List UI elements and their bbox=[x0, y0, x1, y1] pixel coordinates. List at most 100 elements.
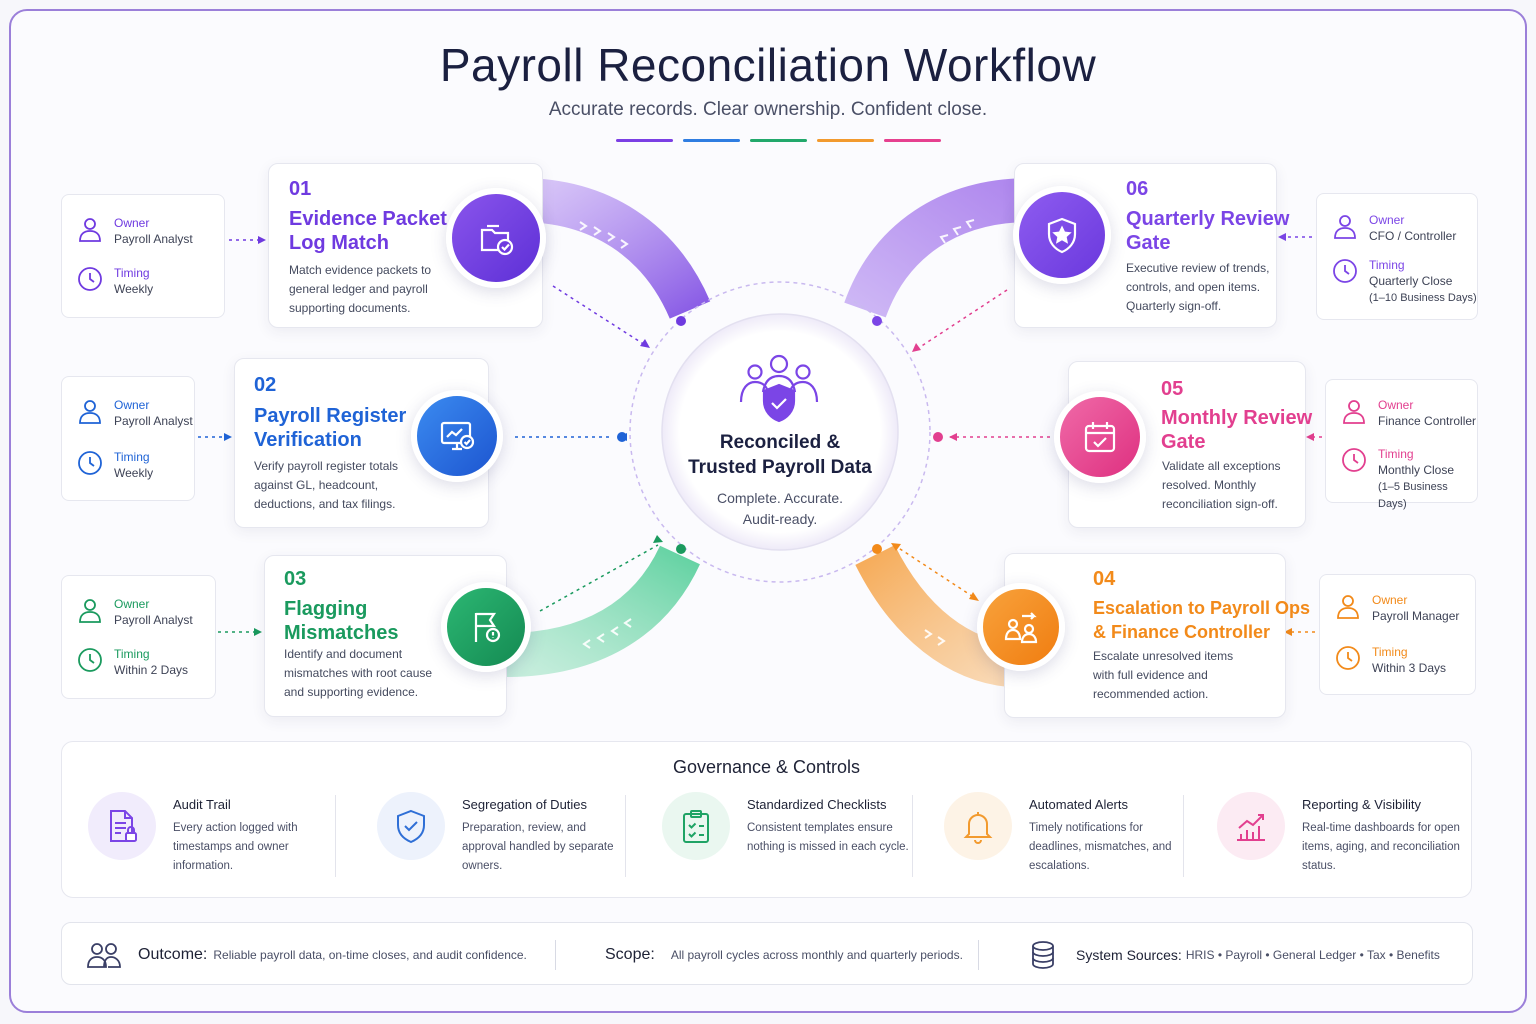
accent-bar bbox=[750, 139, 807, 142]
folder-check-icon bbox=[480, 224, 514, 256]
person-icon bbox=[79, 400, 101, 424]
step-02-icon-badge bbox=[411, 390, 503, 482]
accent-bars bbox=[616, 139, 941, 142]
clock-icon bbox=[1342, 448, 1366, 472]
step-06-number: 06 bbox=[1126, 178, 1149, 200]
arc-step-03 bbox=[504, 545, 700, 677]
ring-dot-01 bbox=[676, 316, 686, 326]
accent-bar bbox=[616, 139, 673, 142]
arrowhead-02 bbox=[619, 433, 627, 441]
flag-alert-icon bbox=[474, 612, 501, 643]
governance-panel: Governance & Controls Audit Trail Every … bbox=[61, 741, 1472, 898]
arrowhead-05 bbox=[949, 433, 957, 441]
accent-bar bbox=[683, 139, 740, 142]
governance-divider bbox=[625, 795, 626, 877]
step-06-description: Executive review of trends,controls, and… bbox=[1126, 261, 1270, 313]
step-01-number: 01 bbox=[289, 178, 312, 200]
step-04-title: Escalation to Payroll Ops& Finance Contr… bbox=[1093, 598, 1311, 642]
footer-divider bbox=[978, 940, 979, 970]
accent-bar bbox=[884, 139, 941, 142]
person-icon bbox=[79, 218, 101, 242]
bell-icon bbox=[963, 812, 993, 844]
page-title: Payroll Reconciliation Workflow bbox=[439, 39, 1097, 91]
arrowhead-owner-02 bbox=[224, 433, 232, 441]
chevrons-arc-06 bbox=[939, 219, 975, 244]
arrowhead-owner-01 bbox=[258, 236, 266, 244]
clock-icon bbox=[78, 451, 102, 475]
clipboard-check-icon bbox=[683, 810, 709, 843]
chevrons-arc-03 bbox=[582, 618, 632, 649]
arc-step-04 bbox=[855, 544, 1013, 687]
team-shield-check-icon bbox=[739, 354, 819, 423]
arrowhead-owner-04 bbox=[1284, 628, 1292, 636]
clock-icon bbox=[78, 648, 102, 672]
footer-outcome: Outcome: Reliable payroll data, on-time … bbox=[86, 923, 527, 986]
chevrons-arc-04 bbox=[924, 629, 946, 646]
arrowhead-04 bbox=[891, 543, 901, 551]
footer-divider bbox=[555, 940, 556, 970]
step-06-icon-badge bbox=[1013, 186, 1111, 284]
hub-title: Reconciled & Trusted Payroll Data bbox=[688, 432, 872, 478]
hub-circle bbox=[661, 313, 899, 551]
ring-dot-06 bbox=[872, 316, 882, 326]
ring-dot-04 bbox=[872, 544, 882, 554]
people-transfer-icon bbox=[1004, 612, 1038, 644]
accent-bar bbox=[817, 139, 874, 142]
people-icon bbox=[87, 942, 121, 968]
arc-step-01 bbox=[519, 178, 711, 320]
person-icon bbox=[79, 599, 101, 623]
step-01-icon-badge bbox=[446, 188, 546, 288]
clock-icon bbox=[1333, 259, 1357, 283]
governance-title: Governance & Controls bbox=[672, 757, 861, 777]
arrowhead-owner-03 bbox=[254, 628, 262, 636]
document-lock-icon bbox=[110, 810, 137, 842]
person-icon bbox=[1343, 400, 1365, 424]
connector-04-hub bbox=[893, 544, 976, 599]
footer-scope: Scope: All payroll cycles across monthly… bbox=[605, 945, 963, 963]
page-subtitle: Accurate records. Clear ownership. Confi… bbox=[548, 99, 988, 120]
arrowhead-03 bbox=[653, 535, 663, 543]
ring-dot-03 bbox=[676, 544, 686, 554]
arrowhead-04b bbox=[969, 592, 979, 601]
shield-star-icon bbox=[1047, 217, 1077, 254]
person-icon bbox=[1334, 215, 1356, 239]
arrowhead-owner-06 bbox=[1278, 233, 1286, 241]
step-05-number: 05 bbox=[1161, 378, 1184, 400]
governance-divider bbox=[1183, 795, 1184, 877]
bar-chart-icon bbox=[1237, 814, 1265, 841]
connector-03-hub bbox=[539, 544, 659, 612]
chevrons-arc-01 bbox=[579, 221, 629, 249]
connector-01-hub bbox=[552, 285, 646, 346]
footer-sources: System Sources: HRIS • Payroll • General… bbox=[1030, 923, 1440, 986]
ring-dot-05 bbox=[933, 432, 943, 442]
step-03-icon-badge bbox=[441, 582, 531, 672]
clock-icon bbox=[1336, 646, 1360, 670]
step-05-icon-badge bbox=[1054, 391, 1146, 483]
governance-divider bbox=[912, 795, 913, 877]
clock-icon bbox=[78, 267, 102, 291]
monitor-chart-check-icon bbox=[440, 421, 475, 451]
shield-check-icon bbox=[397, 809, 425, 844]
calendar-check-icon bbox=[1084, 422, 1116, 453]
arrowhead-01 bbox=[640, 339, 650, 348]
step-04-icon-badge bbox=[977, 583, 1065, 671]
person-icon bbox=[1337, 595, 1359, 619]
arrowhead-06 bbox=[912, 343, 921, 352]
step-04-number: 04 bbox=[1093, 568, 1116, 590]
arrowhead-owner-05 bbox=[1306, 433, 1314, 441]
